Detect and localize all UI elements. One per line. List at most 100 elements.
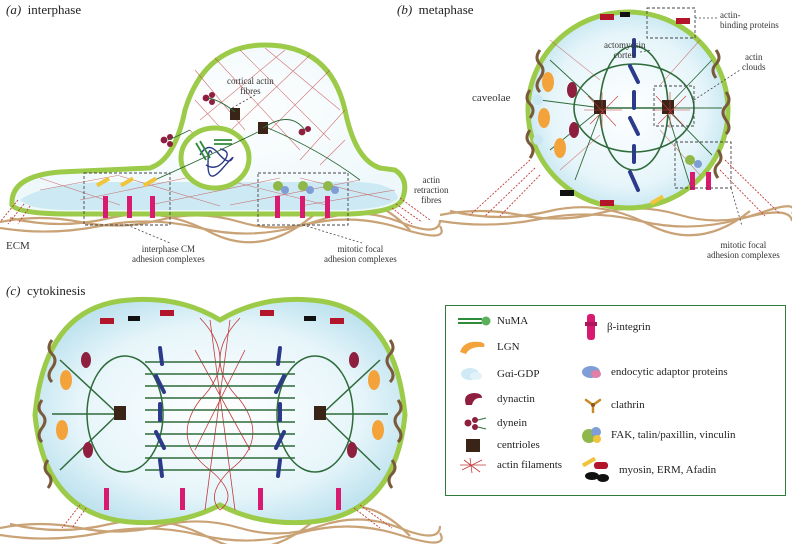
label-actin-binding-line2: binding proteins <box>720 20 779 30</box>
astral-fibres-a <box>149 97 361 183</box>
label-actin-clouds-line2: clouds <box>742 62 766 72</box>
legend-item-lgn: LGN <box>456 338 520 356</box>
legend-item-clathrin: clathrin <box>580 396 645 414</box>
inset-box-mitotic-focal-b <box>674 141 732 189</box>
cortical-actin-mesh-a <box>39 47 396 207</box>
label-cortical-actin-line2: fibres <box>240 86 261 96</box>
dynein-a <box>160 92 311 147</box>
panel-a-letter: (a) <box>6 2 22 17</box>
centriole-icon <box>466 439 480 452</box>
cortical-proteins-b <box>533 72 579 158</box>
legend-item-dynein: dynein <box>456 414 527 432</box>
legend-label-integrin: β-integrin <box>607 321 651 333</box>
retraction-fibres-b <box>469 159 781 217</box>
centriole-a2 <box>230 108 240 120</box>
label-actomyosin-line2: cortex <box>613 50 637 60</box>
leader-lines-b <box>639 17 743 227</box>
label-interphase-cm-line1: interphase CM <box>141 244 195 254</box>
cortical-proteins-c <box>56 310 384 510</box>
legend-label-numa: NuMA <box>497 315 529 327</box>
legend-label-centriole: centrioles <box>497 439 540 451</box>
label-caveolae: caveolae <box>472 92 511 104</box>
legend-item-actin: actin filaments <box>456 456 562 474</box>
panel-a-title: (a) interphase <box>6 2 81 18</box>
label-actomyosin-line1: actomyosin <box>604 40 646 50</box>
legend-item-numa: NuMA <box>456 314 528 328</box>
ecm-fibres-b <box>439 205 792 237</box>
actin-clouds-b <box>584 92 690 128</box>
legend-label-dynein: dynein <box>497 417 527 429</box>
legend-item-fak: FAK, talin/paxillin, vinculin <box>580 424 735 446</box>
legend-label-endocytic: endocytic adaptor proteins <box>611 366 728 378</box>
chromosomes-c <box>154 346 286 478</box>
numa-icon <box>458 316 491 326</box>
panel-a-diagram <box>0 42 443 244</box>
label-interphase-cm-line2: adhesion complexes <box>132 254 205 264</box>
label-actin-retraction-line2: retraction <box>414 185 449 195</box>
legend-label-lgn: LGN <box>497 341 520 353</box>
label-actin-clouds-line1: actin <box>745 52 763 62</box>
label-mitotic-focal-b-line1: mitotic focal <box>720 240 767 250</box>
actin-filament-icon <box>460 457 486 474</box>
label-actin-binding-line1: actin- <box>720 10 741 20</box>
panel-c-title-text: cytokinesis <box>26 283 86 298</box>
label-actin-binding: actin- binding proteins <box>720 10 779 30</box>
beta-integrin-icon <box>585 314 597 340</box>
legend-item-galpha: Gαi-GDP <box>456 366 539 382</box>
panel-b-letter: (b) <box>397 2 413 17</box>
fak-talin-vinculin-icon <box>582 427 601 443</box>
panel-c-title: (c) cytokinesis <box>6 283 85 299</box>
legend-label-fak: FAK, talin/paxillin, vinculin <box>611 429 736 441</box>
legend-label-clathrin: clathrin <box>611 399 645 411</box>
label-actin-retraction: actin retraction fibres <box>414 175 448 205</box>
adhesion-complexes-a <box>95 176 339 218</box>
cortex-actin-b <box>549 39 701 176</box>
label-cortical-actin: cortical actin fibres <box>227 76 274 96</box>
myosin-erm-b <box>560 12 690 206</box>
legend-item-integrin: β-integrin <box>580 312 650 342</box>
panel-b-diagram <box>439 7 792 237</box>
lgn-icon <box>460 341 485 354</box>
legend-item-endocytic: endocytic adaptor proteins <box>580 364 728 380</box>
legend-item-centriole: centrioles <box>456 436 540 454</box>
endocytic-adaptor-icon <box>582 366 601 378</box>
panel-a-title-text: interphase <box>27 2 82 17</box>
centriole-c2 <box>314 406 326 420</box>
dynactin-icon <box>465 393 482 405</box>
focal-adhesion-b <box>685 155 711 190</box>
legend-label-actin: actin filaments <box>497 459 563 471</box>
clathrin-icon <box>584 398 602 414</box>
label-actin-retraction-line1: actin <box>422 175 440 185</box>
label-mitotic-focal-a-line2: adhesion complexes <box>324 254 397 264</box>
leader-lines-a <box>126 94 363 244</box>
myosin-erm-afadin-icon <box>581 456 609 482</box>
chromatin-a <box>199 146 234 177</box>
legend-item-dynactin: dynactin <box>456 390 535 408</box>
label-mitotic-focal-a: mitotic focal adhesion complexes <box>324 244 397 264</box>
label-actin-clouds: actin clouds <box>742 52 766 72</box>
label-interphase-cm: interphase CM adhesion complexes <box>132 244 205 264</box>
panel-b-title-text: metaphase <box>418 2 474 17</box>
ecm-fibres-c <box>0 505 443 544</box>
dynein-icon <box>464 417 487 430</box>
inset-box-actin-binding <box>646 7 696 39</box>
panel-c-diagram <box>0 296 443 544</box>
chromosomes-b <box>628 38 640 192</box>
legend-box: NuMA LGN Gαi-GDP dynactin dynein centrio… <box>445 305 786 496</box>
cell-membrane-c <box>32 296 408 526</box>
legend-label-myosin: myosin, ERM, Afadin <box>619 464 717 476</box>
legend-label-dynactin: dynactin <box>497 393 535 405</box>
panel-b-title: (b) metaphase <box>397 2 474 18</box>
caveolae-c <box>37 339 403 489</box>
midzone-microtubules-c <box>145 361 295 471</box>
caveolae-b <box>525 49 731 179</box>
retraction-fibres-a <box>0 197 431 225</box>
centriole-b1 <box>594 100 606 114</box>
label-mitotic-focal-b: mitotic focal adhesion complexes <box>707 240 780 260</box>
label-mitotic-focal-b-line2: adhesion complexes <box>707 250 780 260</box>
label-cortical-actin-line1: cortical actin <box>227 76 274 86</box>
cleavage-actin-c <box>186 317 254 511</box>
label-actin-retraction-line3: fibres <box>420 195 442 205</box>
legend-label-galpha: Gαi-GDP <box>497 368 540 380</box>
